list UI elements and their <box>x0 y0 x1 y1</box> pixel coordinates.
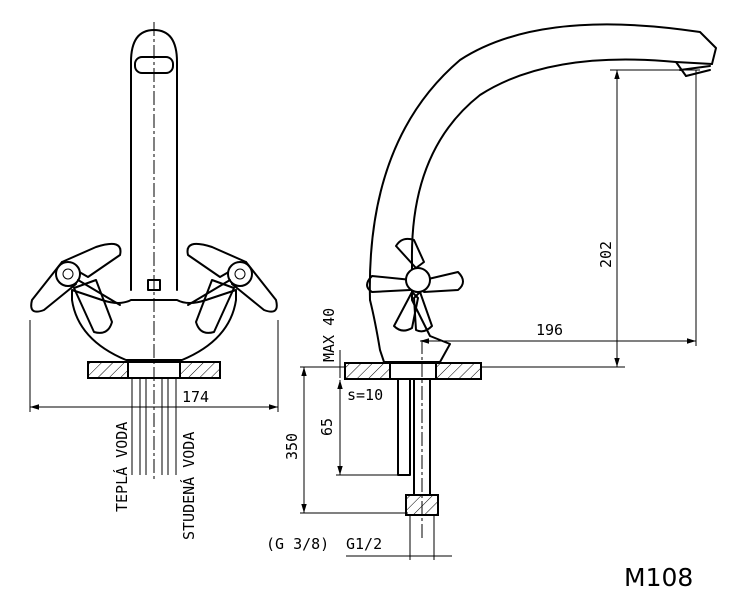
max-dim-value: MAX 40 <box>320 308 338 362</box>
side-spout-tip <box>675 61 713 77</box>
thickness-label: s=10 <box>347 386 383 404</box>
reach-dim-value: 196 <box>536 321 563 339</box>
shank-dim-value: 65 <box>318 418 336 436</box>
side-spout-outer <box>368 23 717 301</box>
hot-water-label: TEPLÁ VODA <box>112 422 131 512</box>
height-dim-value: 202 <box>597 241 615 268</box>
front-base-plate-center <box>127 361 181 379</box>
front-view: TEPLÁ VODA STUDENÁ VODA 174 <box>29 22 279 540</box>
side-deck-right <box>435 362 482 380</box>
front-handle-right <box>186 242 278 334</box>
model-number: M108 <box>624 563 693 592</box>
thread-alt-label: (G 3/8) <box>266 535 329 553</box>
side-deck-center <box>389 362 437 380</box>
side-handle <box>366 237 464 333</box>
front-base-plate-left <box>87 361 129 379</box>
side-deck-left <box>344 362 391 380</box>
span-dim-value: 174 <box>182 388 209 406</box>
front-body <box>71 289 237 361</box>
side-shank <box>397 378 411 476</box>
front-handle-left <box>30 242 122 334</box>
front-supply-hoses <box>131 378 177 475</box>
front-base-plate-right <box>179 361 221 379</box>
cold-water-label: STUDENÁ VODA <box>179 432 198 540</box>
side-view: 196 202 MAX 40 s=10 65 350 (G 3/8) G1/2 <box>266 23 717 560</box>
total-dim-value: 350 <box>283 433 301 460</box>
side-spout-inner <box>410 58 687 263</box>
thread-main-label: G1/2 <box>346 535 382 553</box>
